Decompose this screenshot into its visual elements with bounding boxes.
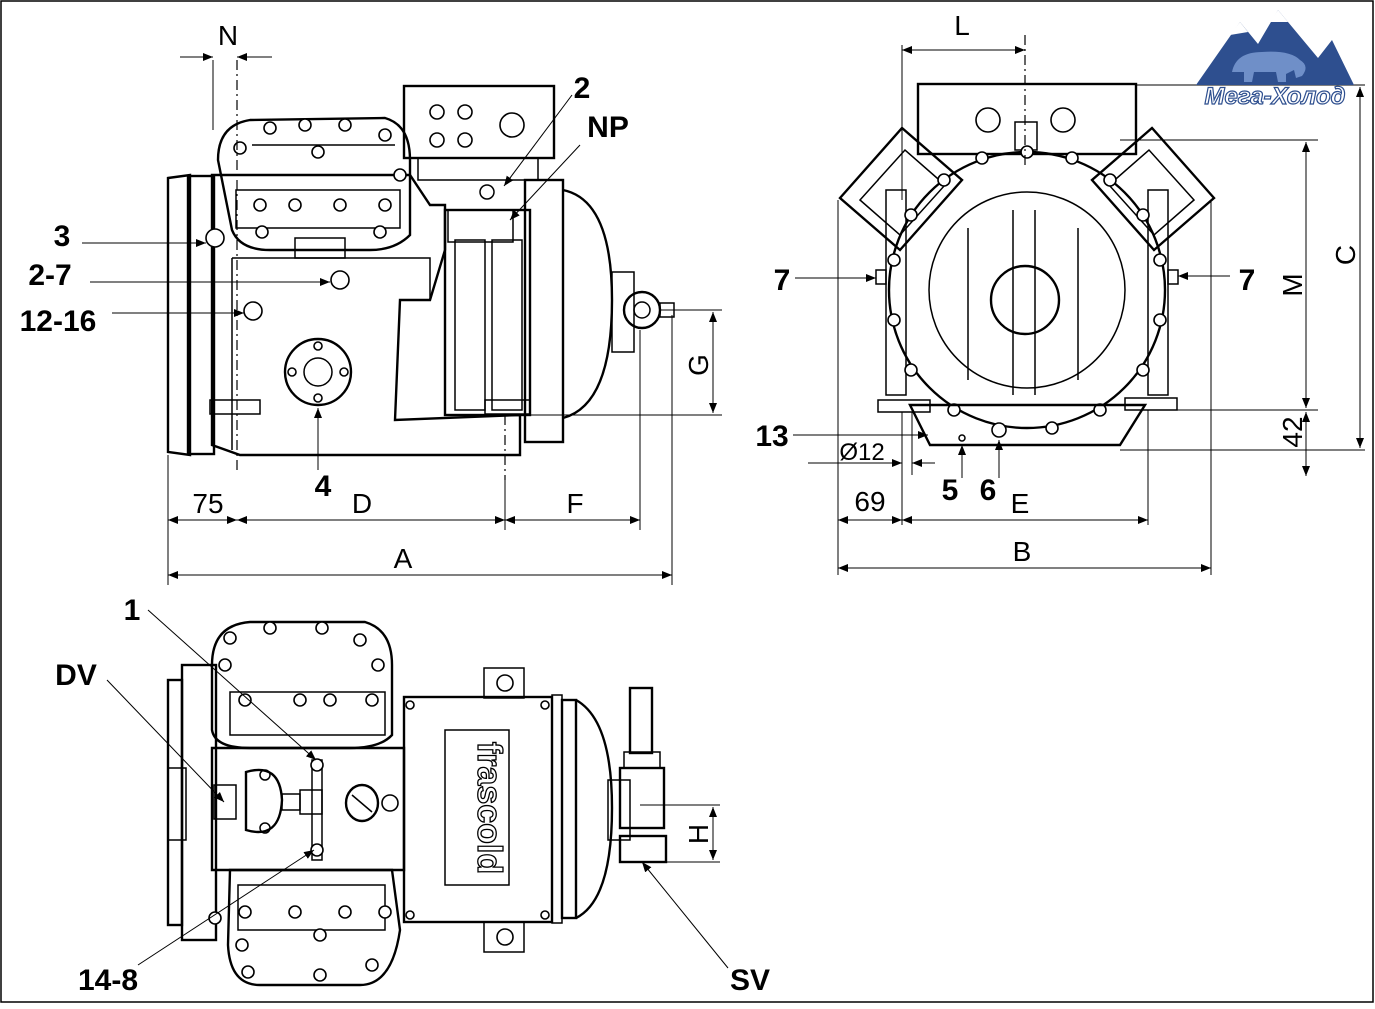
callout-14-8: 14-8 — [78, 964, 138, 997]
side-view-dimensions: N 75 D F A G — [168, 20, 717, 579]
dim-c: C — [1330, 245, 1361, 265]
callout-np: NP — [587, 111, 629, 144]
front-view — [837, 35, 1365, 575]
dim-a: A — [394, 543, 413, 574]
frascold-nameplate: frascold — [470, 742, 508, 874]
callout-5: 5 — [942, 474, 959, 507]
top-view-dimensions: H — [683, 807, 717, 860]
dim-e: E — [1011, 488, 1030, 519]
callout-7-right: 7 — [1239, 264, 1256, 297]
callout-6: 6 — [980, 474, 997, 507]
callout-7-left: 7 — [774, 264, 791, 297]
callout-sv: SV — [730, 964, 770, 997]
dim-dia12: Ø12 — [839, 439, 884, 466]
side-view — [166, 60, 722, 585]
callout-13: 13 — [755, 420, 788, 453]
callout-1: 1 — [124, 594, 141, 627]
callout-2: 2 — [574, 72, 591, 105]
dim-d: D — [352, 488, 372, 519]
dim-69: 69 — [854, 486, 885, 517]
dim-42: 42 — [1277, 416, 1308, 447]
callout-12-16: 12-16 — [20, 305, 97, 338]
dim-g: G — [683, 354, 714, 376]
logo-text: Мега-Холод — [1204, 83, 1345, 110]
side-view-callouts: 3 2-7 12-16 4 2 NP — [20, 72, 629, 503]
dim-h: H — [683, 824, 714, 844]
bear-icon — [1232, 51, 1306, 82]
front-view-dimensions: L C M 42 Ø12 69 E B — [808, 10, 1364, 572]
callout-dv: DV — [55, 659, 97, 692]
company-logo: Мега-Холод — [1196, 10, 1354, 111]
dim-f: F — [566, 488, 583, 519]
top-view: frascold — [166, 620, 720, 987]
dim-l: L — [954, 10, 970, 41]
dim-n: N — [218, 20, 238, 51]
callout-3: 3 — [54, 220, 71, 253]
dim-m: M — [1277, 273, 1308, 296]
callout-2-7: 2-7 — [28, 259, 71, 292]
dim-75: 75 — [192, 488, 223, 519]
callout-4: 4 — [315, 470, 332, 503]
top-view-callouts: 1 DV 14-8 SV — [55, 594, 770, 997]
front-view-callouts: 7 7 13 5 6 — [755, 264, 1255, 507]
dim-b: B — [1013, 536, 1032, 567]
